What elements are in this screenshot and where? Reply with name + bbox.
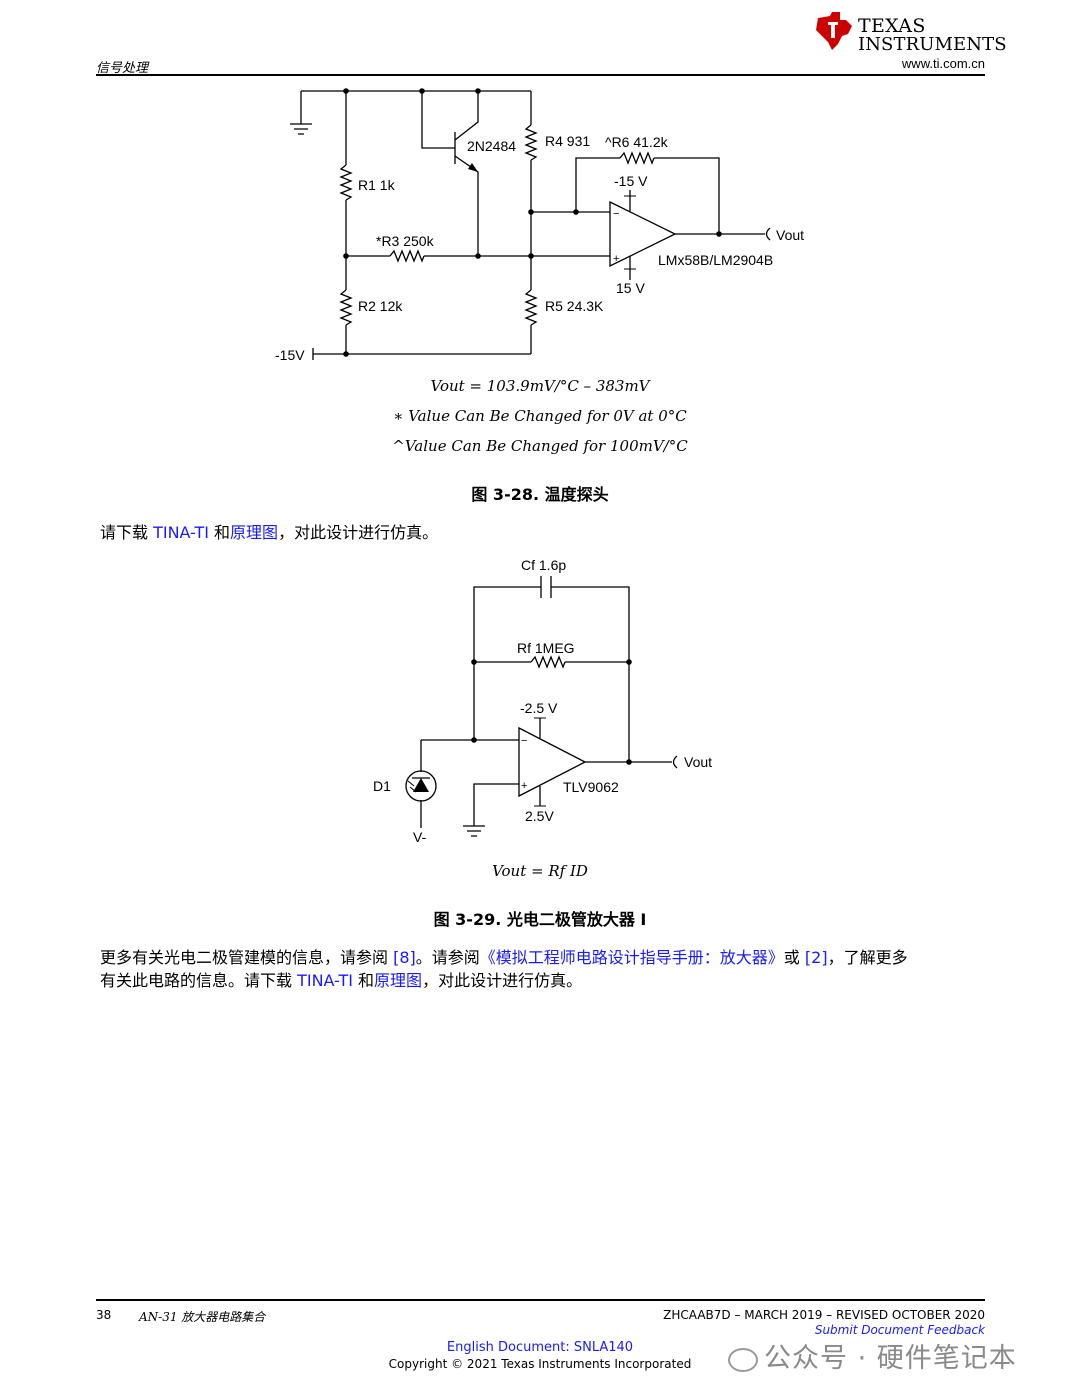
footer-doc-title: AN-31 放大器电路集合 xyxy=(139,1310,266,1324)
english-document-link[interactable]: English Document: SNLA140 xyxy=(446,1340,634,1355)
ti-logo-icon xyxy=(816,12,852,50)
pos-supply-label-2: 2.5V xyxy=(525,808,554,824)
link-schematic-2[interactable]: 原理图 xyxy=(374,971,423,990)
copyright: Copyright © 2021 Texas Instruments Incor… xyxy=(388,1357,692,1371)
para2-text-5: 有关此电路的信息。请下载 xyxy=(100,971,298,990)
para2-text-4: ，了解更多 xyxy=(827,948,908,967)
logo-text-texas: TEXAS xyxy=(858,15,926,37)
link-ref-8[interactable]: [8] xyxy=(393,948,416,967)
rail-label: -15V xyxy=(275,347,305,363)
link-tina-ti-2[interactable]: TINA-TI xyxy=(297,971,353,990)
footer-rule xyxy=(96,1299,985,1301)
para2-text-6: 和 xyxy=(352,971,375,990)
neg-supply-label: -15 V xyxy=(614,173,648,189)
opamp-plus-sign: + xyxy=(613,253,619,265)
header-url[interactable]: www.ti.com.cn xyxy=(901,56,985,71)
feedback-link[interactable]: Submit Document Feedback xyxy=(814,1323,985,1337)
opamp-minus-sign: − xyxy=(613,208,619,220)
r4-label: R4 931 xyxy=(545,133,590,149)
link-tina-ti[interactable]: TINA-TI xyxy=(153,523,209,542)
v-minus-label: V- xyxy=(413,829,427,845)
watermark-text: 公众号 · 硬件笔记本 xyxy=(764,1343,1017,1374)
rf-label: Rf 1MEG xyxy=(517,640,575,656)
opamp-label-2: TLV9062 xyxy=(563,779,619,795)
para2-text-1: 更多有关光电二极管建模的信息，请参阅 xyxy=(100,948,394,967)
footer-revision: ZHCAAB7D – MARCH 2019 – REVISED OCTOBER … xyxy=(663,1308,985,1322)
header-rule xyxy=(96,74,985,76)
para2-text-3: 或 xyxy=(783,948,805,967)
neg-supply-label-2: -2.5 V xyxy=(520,700,558,716)
r3-label: *R3 250k xyxy=(376,233,435,249)
watermark: 公众号 · 硬件笔记本 xyxy=(728,1336,1017,1375)
note-2: ^Value Can Be Changed for 100mV/°C xyxy=(392,437,688,455)
equation-1: Vout = 103.9mV/°C – 383mV xyxy=(430,377,651,395)
page-number: 38 xyxy=(96,1308,112,1322)
note-1: ∗ Value Can Be Changed for 0V at 0°C xyxy=(393,407,687,425)
paragraph-2: 更多有关光电二极管建模的信息，请参阅 [8]。请参阅《模拟工程师电路设计指导手册… xyxy=(100,946,985,992)
para2-text-7: ，对此设计进行仿真。 xyxy=(422,971,583,990)
link-handbook[interactable]: 《模拟工程师电路设计指导手册：放大器》 xyxy=(479,948,784,967)
r1-label: R1 1k xyxy=(358,177,396,193)
pos-supply-label: 15 V xyxy=(616,280,645,296)
cf-label: Cf 1.6p xyxy=(521,557,566,573)
equation-2: Vout = Rf ID xyxy=(492,862,588,880)
r6-label: ^R6 41.2k xyxy=(605,134,669,150)
vout-label: Vout xyxy=(776,227,804,243)
opamp2-plus-sign: + xyxy=(521,780,527,792)
para1-text-mid: 和 xyxy=(208,523,231,542)
para2-text-2: 。请参阅 xyxy=(415,948,480,967)
r5-label: R5 24.3K xyxy=(545,298,604,314)
transistor-label: 2N2484 xyxy=(467,138,516,154)
opamp-label: LMx58B/LM2904B xyxy=(658,252,773,268)
header-section-title: 信号处理 xyxy=(96,61,149,76)
temperature-probe-schematic: 2N2484 R4 931 ^R6 41.2k R1 1k -15 V *R3 … xyxy=(275,88,804,455)
logo-text-instruments: INSTRUMENTS xyxy=(858,34,1007,55)
paragraph-1: 请下载 TINA-TI 和原理图，对此设计进行仿真。 xyxy=(100,521,985,544)
photodiode-amplifier-schematic: Cf 1.6p Rf 1MEG -2.5 V Vout D1 TLV9062 2… xyxy=(373,557,712,880)
opamp2-minus-sign: − xyxy=(521,735,527,747)
figure-caption-3-29: 图 3-29. 光电二极管放大器 I xyxy=(433,910,647,929)
vout-label-2: Vout xyxy=(684,754,712,770)
link-ref-2[interactable]: [2] xyxy=(804,948,828,967)
para1-text-post: ，对此设计进行仿真。 xyxy=(278,523,439,542)
link-schematic[interactable]: 原理图 xyxy=(230,523,279,542)
d1-label: D1 xyxy=(373,778,391,794)
r2-label: R2 12k xyxy=(358,298,403,314)
para1-text-pre: 请下载 xyxy=(100,523,154,542)
wechat-icon xyxy=(728,1347,758,1372)
figure-caption-3-28: 图 3-28. 温度探头 xyxy=(471,485,609,504)
